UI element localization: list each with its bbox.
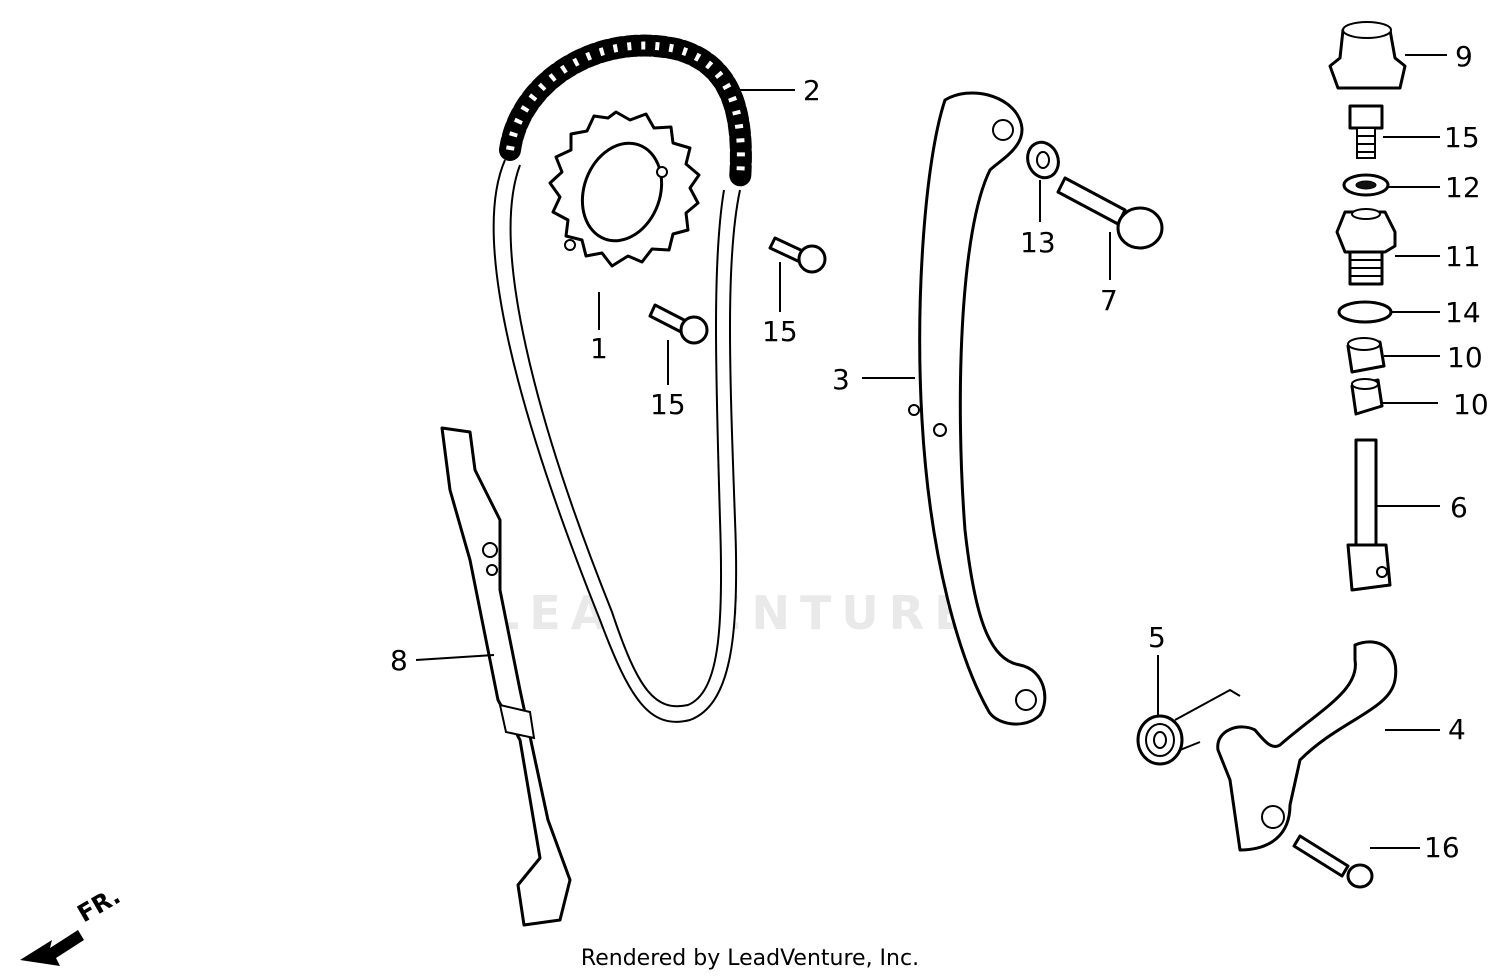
callout-9: 9 (1455, 40, 1473, 73)
sprocket-bolt-upper (768, 236, 827, 274)
callout-10b: 10 (1453, 388, 1489, 421)
tensioner-shaft (1346, 438, 1392, 592)
tensioner-spring (1136, 688, 1241, 766)
cam-sprocket (548, 110, 701, 268)
leader-lines (415, 54, 1447, 849)
callout-13: 13 (1020, 226, 1056, 259)
front-direction-arrow (20, 930, 84, 966)
tensioner-pivot-bolt (1056, 176, 1164, 250)
callout-15c: 15 (650, 388, 686, 421)
callout-2: 2 (803, 74, 821, 107)
tensioner-collar-lower (1350, 378, 1384, 416)
tensioner-collar-upper (1346, 337, 1386, 374)
cam-chain-guide (440, 426, 572, 927)
callout-11: 11 (1445, 240, 1481, 273)
callout-4: 4 (1448, 713, 1466, 746)
cam-chain (492, 34, 752, 723)
sprocket-bolt-lower (648, 303, 709, 345)
callout-1: 1 (590, 332, 608, 365)
sealing-cap (1328, 21, 1407, 90)
callout-6: 6 (1450, 491, 1468, 524)
callout-16: 16 (1424, 831, 1460, 864)
tensioner-holder (1335, 208, 1397, 286)
callout-15b: 15 (762, 315, 798, 348)
front-direction-label: FR. (73, 882, 125, 928)
chain-tensioner-arm (908, 91, 1047, 726)
callout-3: 3 (832, 363, 850, 396)
lifter-arm-bolt (1292, 834, 1374, 889)
callout-14: 14 (1445, 296, 1481, 329)
callout-5: 5 (1148, 621, 1166, 654)
render-credit: Rendered by LeadVenture, Inc. (580, 946, 920, 971)
tensioner-bolt (1348, 104, 1384, 159)
callout-7: 7 (1100, 284, 1118, 317)
tensioner-lifter-arm (1216, 640, 1398, 852)
sealing-washer (1342, 173, 1390, 197)
callout-15a: 15 (1444, 121, 1480, 154)
callout-8: 8 (390, 644, 408, 677)
washer (1026, 140, 1060, 180)
callout-10a: 10 (1447, 341, 1483, 374)
o-ring (1337, 300, 1393, 324)
callout-12: 12 (1445, 171, 1481, 204)
